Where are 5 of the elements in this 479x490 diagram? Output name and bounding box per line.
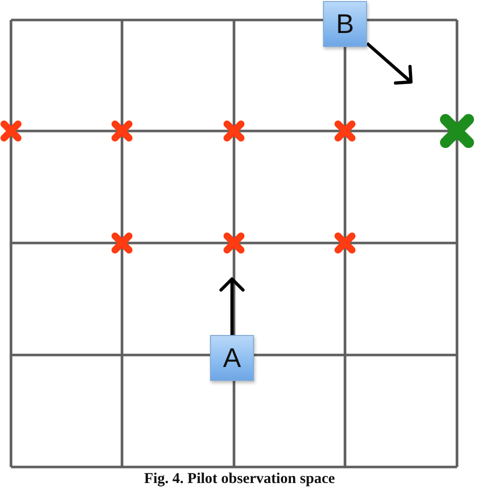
- arrow: [366, 42, 413, 85]
- figure-caption: Fig. 4. Pilot observation space: [143, 470, 336, 488]
- letter-tile: A: [210, 335, 254, 381]
- arrow: [219, 277, 245, 335]
- letter-tile: B: [323, 1, 367, 47]
